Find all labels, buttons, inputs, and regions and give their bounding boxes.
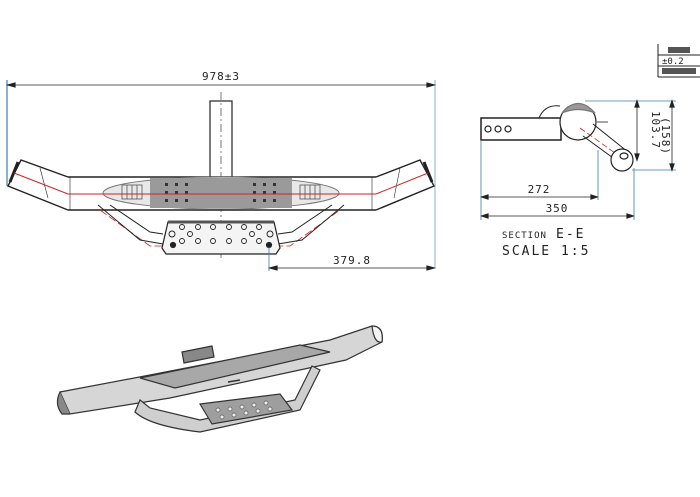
right-brace [277, 204, 345, 245]
dimension-arrows [5, 82, 437, 88]
dim-height: 103.7 [649, 111, 662, 149]
scale-label: SCALE 1:5 [502, 244, 590, 259]
receiver-section [480, 117, 562, 141]
title-block [657, 44, 700, 78]
isometric-view [56, 325, 383, 433]
plate-holes [165, 183, 276, 202]
right-end-cap [422, 161, 434, 183]
front-view [5, 80, 437, 271]
section-view [480, 99, 676, 220]
dim-overall-width: 978±3 [202, 70, 240, 83]
section-word: SECTION [502, 231, 547, 241]
dim-height-ref: (158) [659, 117, 672, 155]
brace-tube-section [610, 148, 634, 172]
dim-offset: 379.8 [333, 254, 371, 267]
lower-step-holes [168, 224, 274, 244]
tube-centerline [13, 172, 429, 195]
dim-350: 350 [546, 202, 569, 215]
section-id: E-E [556, 227, 585, 242]
iso-brace [134, 365, 321, 433]
step-plate-center [150, 178, 292, 208]
iso-step-plate [139, 344, 331, 389]
iso-receiver [181, 345, 215, 364]
dim-272: 272 [528, 183, 551, 196]
brace-centerline [99, 209, 341, 247]
tolerance: ±0.2 [662, 57, 684, 67]
left-end-cap [8, 161, 20, 183]
plate-slots [121, 184, 321, 200]
left-brace [97, 204, 164, 245]
